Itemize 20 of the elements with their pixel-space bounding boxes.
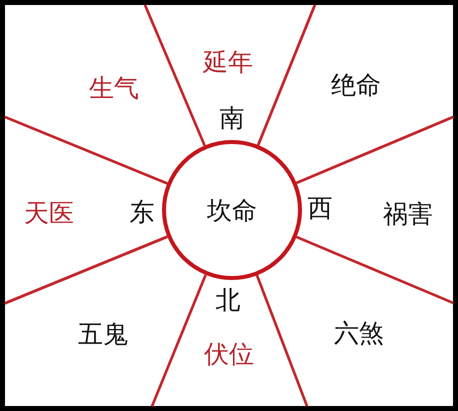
sector-wedge <box>5 236 206 406</box>
direction-label: 东 <box>130 200 154 224</box>
sector-wedge <box>145 5 315 146</box>
sector-label: 六煞 <box>334 320 384 346</box>
direction-label: 北 <box>216 287 240 312</box>
direction-label: 南 <box>220 106 244 130</box>
sector-label: 伏位 <box>204 341 254 366</box>
sector-label: 祸害 <box>382 202 433 226</box>
sector-wedge <box>5 117 168 303</box>
sector-label: 生气 <box>89 76 139 100</box>
sector-wedge <box>258 5 453 183</box>
center-label: 坎命 <box>207 198 257 222</box>
sector-wedge <box>152 274 307 406</box>
sector-wedge <box>296 117 453 303</box>
direction-label: 西 <box>307 196 332 220</box>
sector-wedge <box>257 237 453 406</box>
sector-label: 绝命 <box>330 72 381 98</box>
sector-label: 延年 <box>203 50 253 74</box>
sector-label: 五鬼 <box>78 321 128 346</box>
sector-label: 天医 <box>24 200 74 226</box>
